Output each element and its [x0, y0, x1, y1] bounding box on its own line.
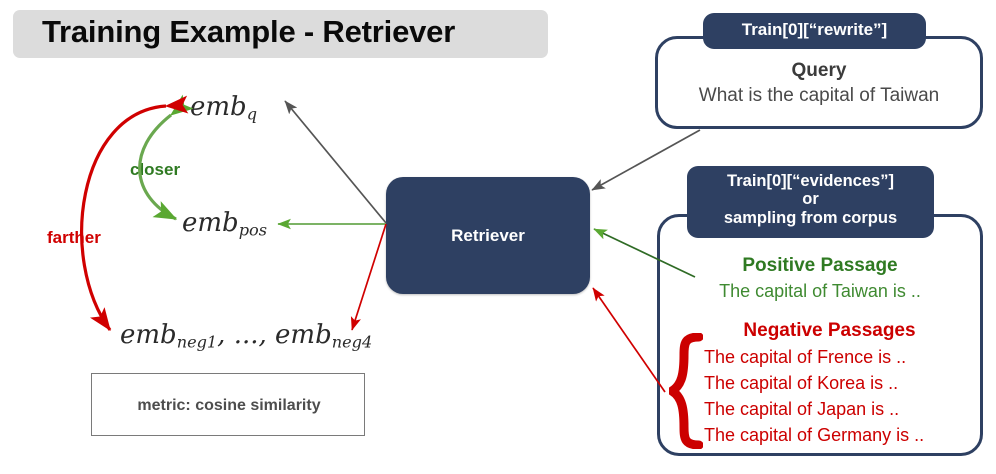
- title-banner: [13, 10, 548, 58]
- emb-pos-sub: pos: [238, 220, 267, 240]
- arc-farther: [80, 95, 189, 332]
- metric-label: metric: cosine similarity: [137, 396, 321, 414]
- curly-brace-icon: [669, 333, 703, 449]
- evidences-badge-line1: Train[0][“evidences”]: [727, 172, 894, 190]
- evidences-badge-line3: sampling from corpus: [723, 208, 898, 227]
- farther-label: farther: [47, 228, 101, 247]
- emb-neg-sub2: neg4: [331, 332, 373, 352]
- arrow-query-to-retriever: [591, 129, 701, 191]
- emb-pos-base: emb: [182, 208, 239, 238]
- embedding-negative-label: embneg1, ..., embneg4: [120, 320, 372, 352]
- evidences-badge: Train[0][“evidences”] or sampling from c…: [687, 166, 934, 238]
- negative-passages-list: The capital of Frence is .. The capital …: [704, 344, 924, 448]
- emb-q-base: emb: [190, 92, 247, 122]
- negative-passages-heading: Negative Passages: [743, 320, 916, 341]
- query-heading: Query: [791, 60, 847, 81]
- query-value: What is the capital of Taiwan: [698, 85, 940, 106]
- metric-box: metric: cosine similarity: [91, 373, 365, 436]
- list-item: The capital of Frence is ..: [704, 347, 907, 367]
- rewrite-badge: Train[0][“rewrite”]: [703, 13, 926, 49]
- emb-neg-sub1: neg1: [176, 332, 218, 352]
- emb-neg-mid: , ...,: [217, 320, 276, 350]
- list-item: The capital of Germany is ..: [704, 425, 925, 445]
- retriever-label: Retriever: [451, 225, 525, 245]
- emb-neg-base1: emb: [120, 320, 177, 350]
- positive-passage-heading: Positive Passage: [742, 255, 898, 276]
- embedding-query-label: embq: [190, 92, 257, 124]
- evidences-badge-line2: or: [802, 190, 819, 209]
- closer-label: closer: [130, 160, 181, 179]
- positive-passage-text: The capital of Taiwan is ..: [719, 281, 921, 301]
- emb-neg-base2: emb: [275, 320, 332, 350]
- page-title: Training Example - Retriever: [42, 14, 456, 49]
- list-item: The capital of Japan is ..: [704, 399, 900, 419]
- list-item: The capital of Korea is ..: [704, 373, 899, 393]
- evidence-panel: [657, 214, 983, 456]
- embedding-positive-label: embpos: [182, 208, 267, 240]
- arrow-retriever-to-embneg: [350, 223, 387, 331]
- retriever-box[interactable]: Retriever: [386, 177, 590, 294]
- emb-q-sub: q: [246, 104, 257, 124]
- arrow-retriever-to-embq: [284, 100, 387, 224]
- arrow-negatives-to-retriever: [592, 287, 666, 393]
- query-panel: [655, 36, 983, 129]
